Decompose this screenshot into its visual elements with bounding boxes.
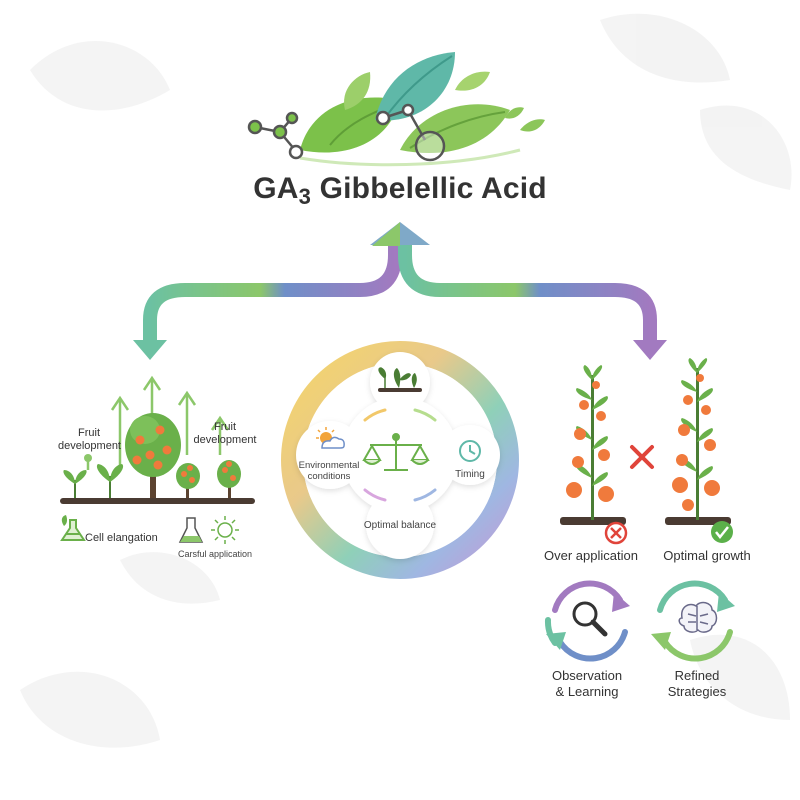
clock-icon: [459, 440, 481, 462]
sprouts-icon: [378, 367, 422, 392]
label-optimal-balance: Optimal balance: [363, 520, 437, 531]
label-over-application: Over application: [544, 548, 638, 563]
label-environmental-conditions: Environmental conditions: [298, 460, 360, 483]
label-fruit-development-2: Fruit development: [193, 421, 257, 447]
growth-stages-illustration: [60, 375, 255, 504]
balance-ring: [281, 341, 519, 579]
leaf-molecule-icon: [247, 52, 545, 167]
virus-cell-icon: [211, 516, 239, 544]
label-fruit-development-1: Fruit development: [58, 427, 121, 453]
label-refined-strategies: Refined Strategies: [667, 668, 727, 699]
over-application-plant: [560, 365, 626, 525]
refined-cycle-icon: [651, 580, 735, 662]
label-careful-application: Carsful application: [177, 549, 253, 559]
balance-scale-icon: [362, 433, 430, 471]
optimal-growth-plant: [665, 358, 731, 525]
title-subscript: 3: [298, 184, 312, 209]
flask-leaf-icon: [60, 515, 86, 541]
cross-badge-icon: [604, 521, 628, 545]
branch-arrow: [133, 222, 667, 360]
label-observation-learning: Observation & Learning: [551, 668, 623, 699]
label-timing: Timing: [455, 469, 485, 480]
brain-icon: [678, 601, 718, 633]
sun-cloud-icon: [316, 427, 345, 449]
page-title: GA3 Gibbelellic Acid: [253, 172, 547, 209]
title-rest: Gibbelellic Acid: [311, 172, 547, 205]
label-optimal-growth: Optimal growth: [663, 548, 751, 563]
observation-cycle-icon: [544, 580, 630, 662]
check-badge-icon: [711, 521, 733, 543]
magnifier-icon: [572, 601, 608, 637]
beaker-icon: [178, 517, 204, 543]
label-cell-elongation: Cell elangation: [85, 532, 158, 544]
comparison-cross-icon: [630, 445, 654, 469]
